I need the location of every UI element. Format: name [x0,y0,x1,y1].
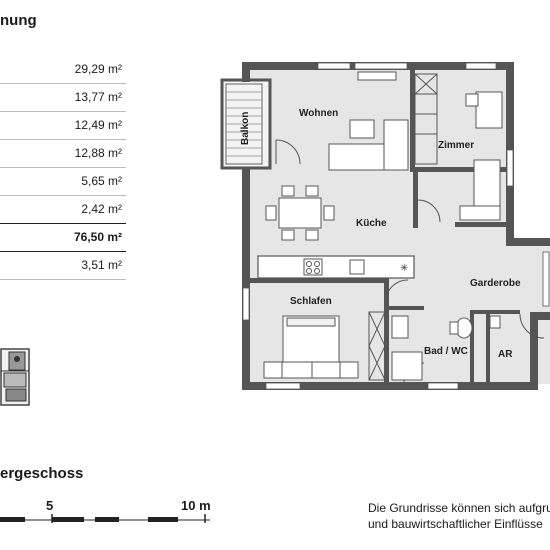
area-value: 2,42 m² [81,202,122,216]
area-row: 13,77 m² [0,84,126,112]
area-value: 3,51 m² [81,258,122,272]
area-row: 29,29 m² [0,56,126,84]
room-label-kueche: Küche [356,218,387,229]
svg-text:✳: ✳ [400,263,408,274]
area-value: 12,49 m² [74,118,122,132]
bedroom-furniture [263,311,386,381]
disclaimer-line: Die Grundrisse können sich aufgrun [368,501,550,515]
bathroom-fixtures [391,315,501,381]
scale-label-end: 10 m [181,498,211,513]
area-value: 13,77 m² [74,90,122,104]
area-row: 3,51 m² [0,252,126,280]
room-label-bad: Bad / WC [424,346,468,357]
scale-bar [0,514,210,523]
area-row: 5,65 m² [0,168,126,196]
area-total-row: 76,50 m² [0,224,126,252]
room-label-wohnen: Wohnen [299,108,338,119]
balcony [220,78,272,170]
living-furniture [328,71,438,171]
windows [242,62,550,390]
disclaimer-line: und bauwirtschaftlicher Einflüsse [368,517,543,531]
area-total-value: 76,50 m² [73,230,122,244]
room-label-schlafen: Schlafen [290,296,332,307]
area-value: 12,88 m² [74,146,122,160]
area-row: 12,88 m² [0,140,126,168]
area-row: 2,42 m² [0,196,126,224]
kitchen-counter: ✳ [257,255,415,279]
zimmer-furniture [459,91,503,221]
floor-label: ergeschoss [0,465,84,482]
page-title: nung [0,12,37,29]
dining-table [265,185,335,241]
room-label-zimmer: Zimmer [438,140,474,151]
room-label-ar: AR [498,349,513,360]
interior-walls [249,66,520,388]
area-table: 29,29 m² 13,77 m² 12,49 m² 12,88 m² 5,65… [0,56,126,280]
disclaimer-note: Die Grundrisse können sich aufgrun und b… [368,500,550,532]
mini-floorplan-icon [0,348,30,406]
scale-label-mid: 5 [46,498,54,513]
area-value: 5,65 m² [81,174,122,188]
room-label-garderobe: Garderobe [470,278,521,289]
room-label-balkon: Balkon [240,112,251,145]
area-row: 12,49 m² [0,112,126,140]
area-value: 29,29 m² [74,62,122,76]
